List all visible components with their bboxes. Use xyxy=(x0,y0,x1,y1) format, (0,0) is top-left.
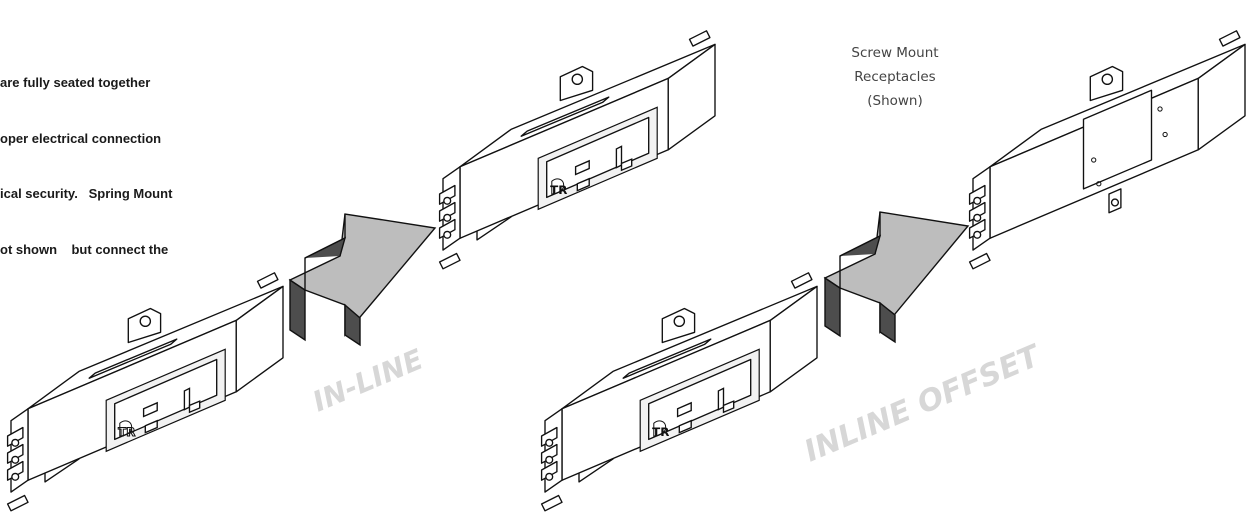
tr-mark-2: TR xyxy=(550,183,567,197)
receptacle-top-inline: TR xyxy=(438,30,716,270)
tr-mark-1: TR xyxy=(118,425,135,439)
note-line-3: ical security. Spring Mount xyxy=(0,186,173,201)
caption-line-2: Receptacles xyxy=(854,69,936,85)
note-line-2: oper electrical connection xyxy=(0,130,162,146)
inline-offset-arrow xyxy=(823,211,970,344)
caption-line-1: Screw Mount xyxy=(851,45,939,61)
receptacle-bottom-center: TR xyxy=(540,272,818,512)
in-line-label: IN-LINE xyxy=(308,343,428,419)
tr-mark-3: TR xyxy=(652,425,669,439)
note-line-1: are fully seated together xyxy=(0,75,151,90)
instruction-note: are fully seated together oper electrica… xyxy=(0,37,285,278)
screw-mount-caption: Screw Mount Receptacles (Shown) xyxy=(800,41,990,113)
receptacle-bottom-left: TR xyxy=(6,272,284,512)
note-line-4: ot shown but connect the xyxy=(0,241,169,257)
caption-line-3: (Shown) xyxy=(867,93,923,109)
receptacle-top-offset-rear xyxy=(968,30,1246,270)
inline-arrow xyxy=(288,213,437,347)
inline-offset-label: INLINE OFFSET xyxy=(799,338,1047,470)
